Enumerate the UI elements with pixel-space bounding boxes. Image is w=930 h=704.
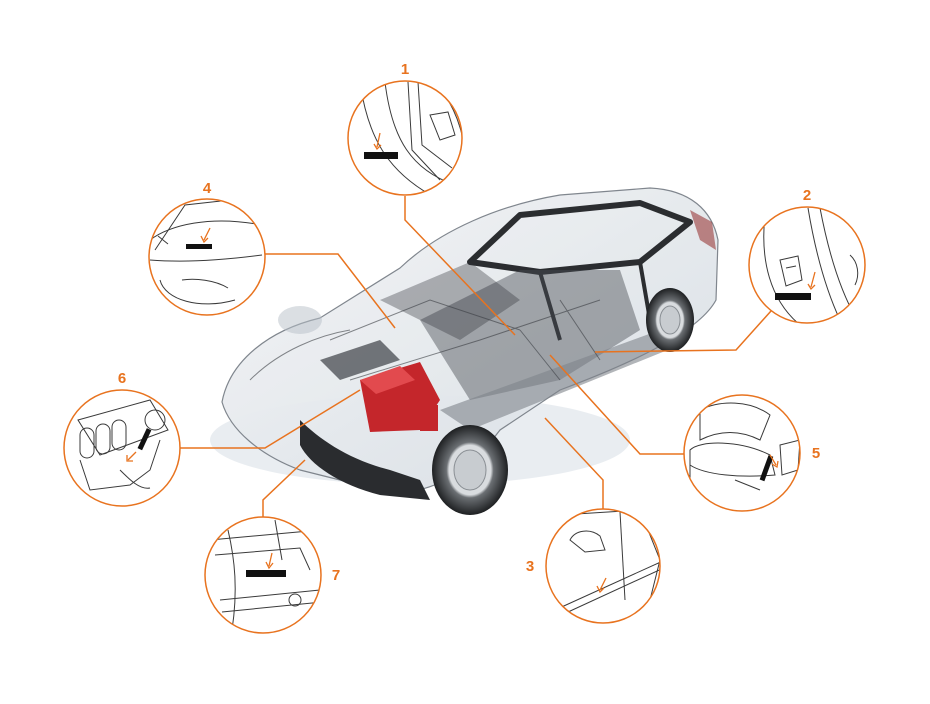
callout-number-6: 6 [118,370,126,387]
callout-number-3: 3 [526,558,534,575]
callout-number-2: 2 [803,187,811,204]
engine-label-icon [77,399,169,491]
engine-bay-label-icon [209,519,321,631]
transparent-car-illustration [210,187,719,515]
callout-7[interactable]: 7 [204,516,340,634]
leader-line-6 [180,389,361,449]
callout-4[interactable]: 4 [148,180,266,316]
leader-line-3 [544,417,604,509]
callout-6[interactable]: 6 [63,370,181,507]
leader-line-7 [262,459,306,517]
leader-line-2 [594,310,772,353]
callout-number-1: 1 [401,61,409,78]
leader-line-5 [549,354,685,455]
leader-line-4 [262,253,396,329]
callout-number-4: 4 [203,180,212,197]
callout-number-7: 7 [332,567,340,584]
callout-number-5: 5 [812,445,820,462]
leader-line-1 [404,196,516,336]
callout-1[interactable]: 1 [347,61,463,200]
door-pillar-label-icon [359,81,462,195]
leader-lines [180,196,772,517]
hood-label-icon [149,199,263,305]
door-sill-icon [554,509,660,619]
callout-3[interactable]: 3 [526,508,668,624]
callout-2[interactable]: 2 [748,187,866,325]
callout-5[interactable]: 5 [683,394,820,512]
